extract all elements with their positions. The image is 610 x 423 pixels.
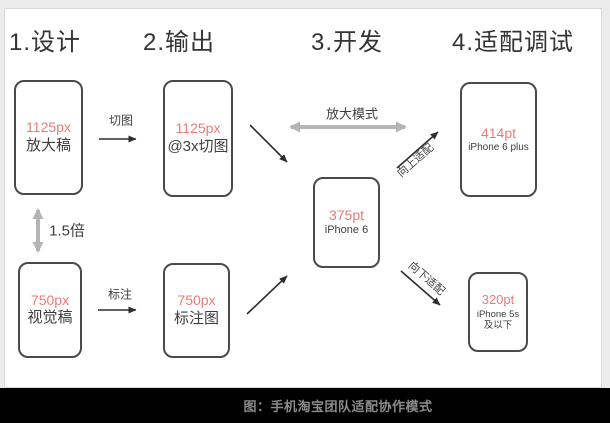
arrow-label-annotate: 标注 [107,287,133,302]
phone-iphone6plus: 414pt iPhone 6 plus [460,82,537,197]
arrow-label-scale: 1.5倍 [49,222,85,240]
phone-size-label: 414pt [480,124,517,141]
phone-visual-draft: 750px 视觉稿 [18,262,82,358]
phone-name-label: 标注图 [173,309,219,327]
phone-size-label: 1125px [26,119,71,136]
phone-size-label: 750px [30,291,70,308]
phone-size-label: 375pt [328,206,365,223]
column-title-output: 2.输出 [143,29,216,56]
workflow-diagram: 1.设计 2.输出 3.开发 4.适配调试 切图 标注 1.5倍 放大模式 向上… [9,29,575,358]
phone-iphone6: 375pt iPhone 6 [313,177,380,268]
figure-caption: 图：手机淘宝团队适配协作模式 [243,399,433,414]
arrow-label-adapt-down: 向下适配 [405,259,447,298]
arrow-annotated-to-dev [246,275,288,315]
phone-name-label: @3x切图 [167,137,229,155]
phone-size-label: 1125px [175,120,221,137]
phone-name-label: iPhone 6 [324,224,369,237]
column-title-design: 1.设计 [9,29,82,56]
phone-name-label: 视觉稿 [27,309,73,327]
arrow-sliced-to-dev [249,124,288,163]
phone-name-label: iPhone 6 plus [468,142,529,153]
phone-name-label: iPhone 5s [476,308,520,320]
phone-enlarged-draft: 1125px 放大稿 [14,80,83,195]
column-title-develop: 3.开发 [311,29,384,56]
arrow-label-adapt-up: 向上适配 [395,141,437,180]
phone-iphone5s: 320pt iPhone 5s 及以下 [468,272,528,352]
caption-bar: 图：手机淘宝团队适配协作模式 [0,388,610,423]
phone-size-label: 750px [177,292,216,309]
phone-name-label2: 及以下 [483,320,513,332]
phone-annotated: 750px 标注图 [163,263,230,358]
column-title-adapt: 4.适配调试 [452,29,575,56]
arrow-label-cut: 切图 [108,113,134,128]
phone-sliced-output: 1125px @3x切图 [163,80,233,197]
phone-name-label: 放大稿 [25,136,71,154]
phone-size-label: 320pt [481,292,515,308]
arrow-label-zoom-mode: 放大模式 [325,106,379,122]
